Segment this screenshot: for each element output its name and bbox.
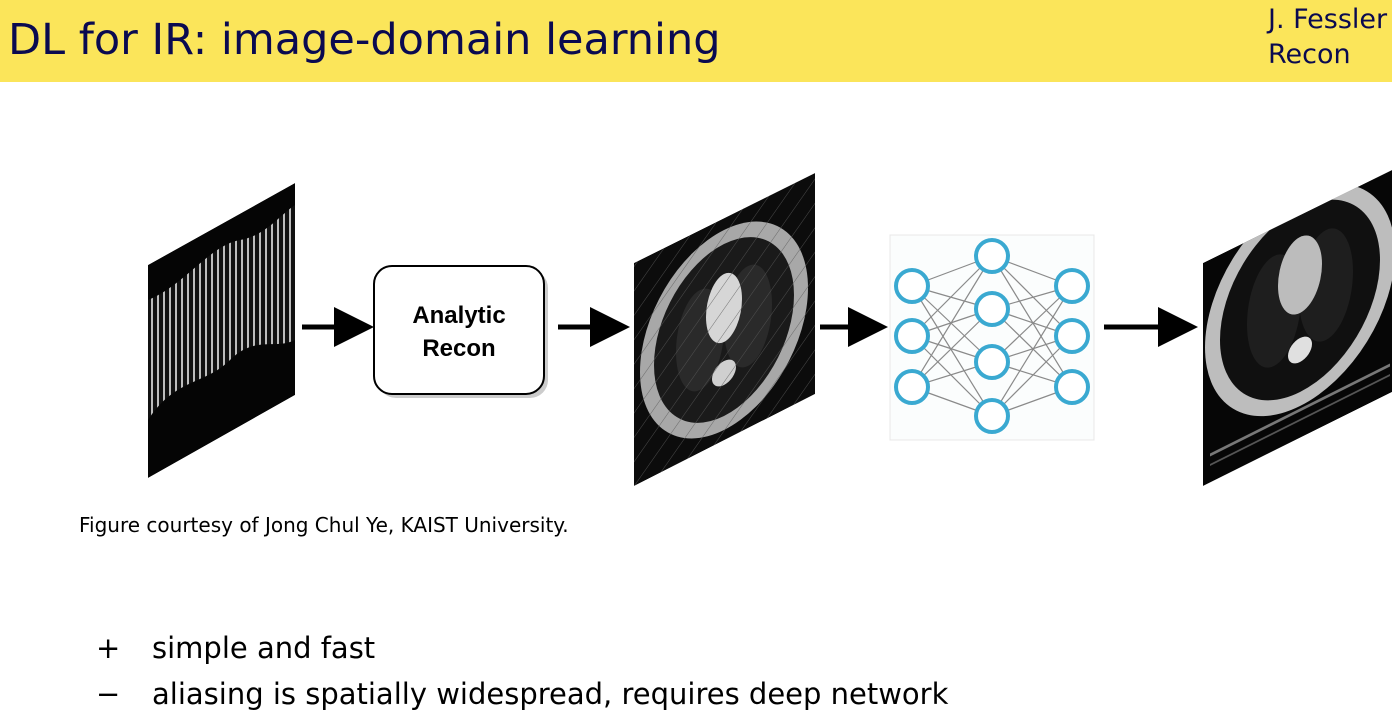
- figure-caption: Figure courtesy of Jong Chul Ye, KAIST U…: [79, 513, 569, 537]
- pipeline-figure: Analytic Recon: [148, 170, 1392, 486]
- bullet-text: aliasing is spatially widespread, requir…: [152, 677, 949, 711]
- slide-title: DL for IR: image-domain learning: [8, 15, 721, 65]
- clean-ct-panel: [1203, 170, 1392, 486]
- bullet-text: simple and fast: [152, 631, 376, 665]
- sinogram-panel: [148, 183, 295, 478]
- box-label-line1: Analytic: [412, 302, 505, 329]
- plus-icon: +: [96, 631, 121, 665]
- slide-header: DL for IR: image-domain learning J. Fess…: [0, 0, 1392, 82]
- neural-network-diagram: [889, 234, 1095, 441]
- header-subtitle: Recon: [1268, 39, 1351, 70]
- minus-icon: −: [96, 677, 121, 711]
- analytic-recon-box: Analytic Recon: [373, 265, 548, 398]
- author-name: J. Fessler: [1268, 4, 1388, 35]
- box-label-line2: Recon: [422, 335, 495, 362]
- aliased-ct-panel: [634, 173, 815, 486]
